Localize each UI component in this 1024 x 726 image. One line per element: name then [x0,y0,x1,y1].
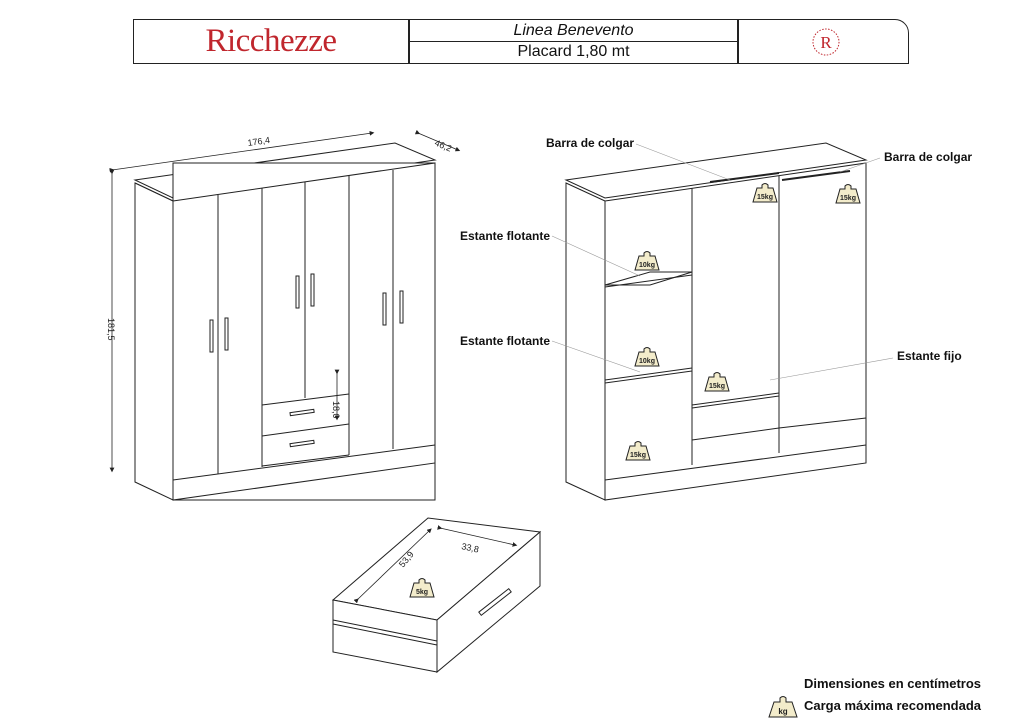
width-dimension: 176,4 [247,135,271,148]
svg-text:15kg: 15kg [709,383,725,390]
load-badge: 15kg [835,184,861,204]
divider [737,20,739,63]
label-estante-flotante: Estante flotante [460,229,551,243]
svg-text:10kg: 10kg [639,262,655,269]
brand-logo: Ricchezze [205,22,337,59]
load-badge: 15kg [625,441,651,461]
svg-text:15kg: 15kg [840,195,856,202]
svg-text:10kg: 10kg [639,358,655,365]
load-badge: 10kg [634,251,660,271]
svg-text:15kg: 15kg [630,452,646,459]
load-badge: 5kg [409,578,435,598]
drawer-width-dimension: 33,8 [461,541,480,554]
line-name: Linea Benevento [513,22,634,39]
load-note: Carga máxima recomendada [804,698,982,713]
drawer-height-dimension: 18,0 [331,401,341,419]
load-badge: 15kg [704,372,730,392]
divider [409,41,737,42]
svg-text:kg: kg [778,707,787,716]
svg-text:5kg: 5kg [416,589,428,596]
label-estante-fijo: Estante fijo [897,349,962,363]
label-barra-de-colgar: Barra de colgar [546,136,635,150]
height-dimension: 181,5 [106,318,116,341]
depth-dimension: 46,2 [433,138,453,154]
title-block: Ricchezze Linea Benevento Placard 1,80 m… [133,19,909,64]
svg-text:15kg: 15kg [757,194,773,201]
brand-seal-icon: R [812,28,840,56]
label-estante-flotante: Estante flotante [460,334,551,348]
label-barra-de-colgar: Barra de colgar [884,150,973,164]
product-name: Placard 1,80 mt [517,43,630,60]
load-badge: 15kg [752,183,778,203]
seal-letter: R [820,33,832,52]
dimensions-note: Dimensiones en centímetros [804,676,981,691]
weight-icon: kg [768,696,798,718]
load-badge: 10kg [634,347,660,367]
divider [408,20,410,63]
